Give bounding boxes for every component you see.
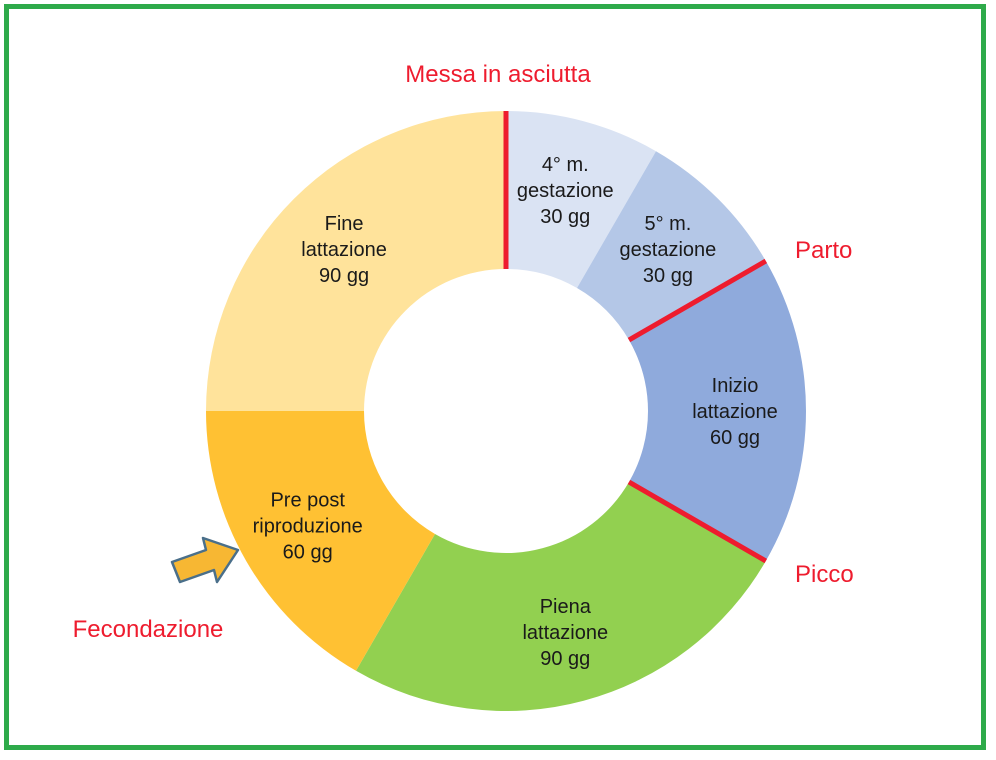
slice-label-5-line-1: lattazione [301,239,387,261]
annotation-label-fecondazione: Fecondazione [73,616,224,643]
slice-label-4-line-2: 60 gg [283,542,333,564]
slice-label-1-line-0: 5° m. [644,213,691,235]
slice-label-5-line-0: Fine [325,213,364,235]
donut-slice-5 [206,111,506,411]
slice-label-0-line-2: 30 gg [540,206,590,228]
slice-label-2-line-2: 60 gg [710,427,760,449]
donut-slices [206,111,806,711]
event-label-picco: Picco [795,561,854,588]
slice-label-0-line-1: gestazione [517,180,614,202]
event-marker-1 [627,258,768,343]
slice-label-0-line-0: 4° m. [542,154,589,176]
slice-label-1-line-1: gestazione [620,239,717,261]
donut-slice-0 [506,111,656,289]
event-label-messa-in-asciutta: Messa in asciutta [405,61,591,88]
slice-label-4-line-1: riproduzione [253,516,363,538]
arrow-icon [170,536,240,584]
donut-slice-4 [206,411,435,671]
donut-slice-1 [577,151,766,340]
slice-label-3-line-1: lattazione [522,622,608,644]
slice-label-4-line-0: Pre post [270,490,345,512]
donut-slice-3 [356,482,766,711]
donut-slice-2 [628,261,806,561]
slice-label-1-line-2: 30 gg [643,265,693,287]
slice-label-5: Fine lattazione 90 gg [301,213,387,287]
slice-label-0: 4° m. gestazione 30 gg [517,154,614,228]
event-marker-2 [627,479,768,564]
slice-label-1: 5° m. gestazione 30 gg [620,213,717,287]
slice-label-3: Piena lattazione 90 gg [522,596,608,670]
slice-label-2-line-1: lattazione [692,401,778,423]
event-label-parto: Parto [795,237,852,264]
slice-label-3-line-0: Piena [540,596,592,618]
event-markers [503,111,768,564]
slice-label-2-line-0: Inizio [712,375,759,397]
slice-label-3-line-2: 90 gg [540,648,590,670]
slice-label-2: Inizio lattazione 60 gg [692,375,778,449]
slice-label-4: Pre post riproduzione 60 gg [253,490,363,564]
slice-labels: 4° m. gestazione 30 gg 5° m. gestazione 30 gg… [253,154,778,670]
slice-label-5-line-2: 90 gg [319,265,369,287]
